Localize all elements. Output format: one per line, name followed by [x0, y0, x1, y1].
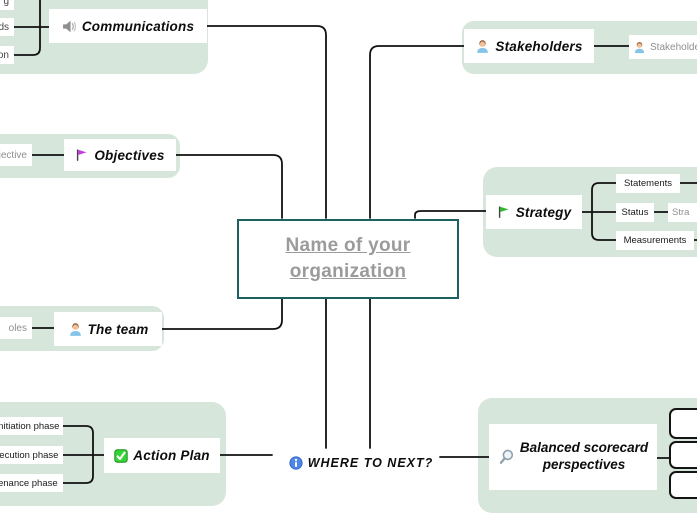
stakeholder-child-label: Stakeholder: [650, 41, 697, 53]
action-plan-label: Action Plan: [133, 448, 210, 463]
status-label: Status: [621, 207, 649, 218]
person-icon: [477, 39, 489, 53]
fragment-label: ds: [0, 21, 9, 33]
fragment-label: on: [0, 49, 9, 61]
scorecard-label-line1: Balanced scorecard: [519, 440, 649, 456]
team-label: The team: [87, 321, 149, 337]
fragment-label: oles: [8, 322, 27, 334]
node-objectives[interactable]: Objectives: [64, 139, 176, 171]
green-flag-icon: [498, 206, 509, 218]
node-center-organization[interactable]: Name of your organization: [237, 219, 459, 299]
info-icon: [289, 456, 303, 470]
purple-flag-icon: [77, 149, 87, 161]
node-initiation-phase[interactable]: Initiation phase: [0, 417, 63, 435]
fragment-label: jective: [0, 149, 27, 161]
node-stakeholders[interactable]: Stakeholders: [464, 29, 594, 63]
person-icon: [69, 322, 81, 336]
node-stakeholder-child[interactable]: Stakeholder: [629, 35, 697, 59]
scorecard-child-box[interactable]: [669, 471, 697, 499]
node-maintenance-phase[interactable]: tenance phase: [0, 474, 63, 492]
checkmark-icon: [114, 448, 128, 463]
center-title-line1: Name of your: [285, 235, 411, 257]
scorecard-child-box[interactable]: [669, 408, 697, 439]
measurements-label: Measurements: [623, 235, 687, 246]
node-balanced-scorecard[interactable]: Balanced scorecard perspectives: [489, 424, 657, 490]
node-team[interactable]: The team: [54, 312, 162, 346]
node-status[interactable]: Status: [616, 203, 654, 222]
node-statements[interactable]: Statements: [616, 174, 680, 193]
communications-child-fragment[interactable]: g: [0, 0, 14, 10]
scorecard-label-line2: perspectives: [542, 457, 626, 472]
communications-child-fragment[interactable]: ds: [0, 18, 14, 36]
person-icon: [634, 41, 645, 53]
node-team-fragment[interactable]: oles: [0, 317, 32, 339]
magnifier-icon: [499, 449, 513, 464]
node-strategy[interactable]: Strategy: [486, 195, 582, 229]
node-status-child-fragment[interactable]: Stra: [668, 203, 697, 222]
communications-label: Communications: [81, 18, 195, 34]
node-execution-phase[interactable]: xecution phase: [0, 446, 63, 464]
center-title-line2: organization: [289, 261, 407, 282]
node-action-plan[interactable]: Action Plan: [104, 438, 220, 473]
initiation-phase-label: Initiation phase: [0, 420, 60, 432]
speaker-icon: [62, 20, 76, 32]
fragment-label: Stra: [672, 207, 690, 218]
fragment-label: g: [3, 0, 9, 7]
execution-phase-label: xecution phase: [0, 449, 59, 461]
node-where-to-next[interactable]: WHERE TO NEXT?: [281, 451, 441, 475]
statements-label: Statements: [623, 178, 673, 189]
scorecard-child-box[interactable]: [669, 441, 697, 469]
where-to-next-label: WHERE TO NEXT?: [307, 456, 434, 470]
maintenance-phase-label: tenance phase: [0, 477, 58, 489]
objectives-label: Objectives: [94, 147, 165, 163]
stakeholders-label: Stakeholders: [495, 38, 583, 54]
communications-child-fragment[interactable]: on: [0, 46, 14, 64]
strategy-label: Strategy: [515, 204, 572, 220]
node-objective-fragment[interactable]: jective: [0, 144, 32, 166]
node-measurements[interactable]: Measurements: [616, 231, 694, 250]
node-communications[interactable]: Communications: [49, 9, 207, 43]
